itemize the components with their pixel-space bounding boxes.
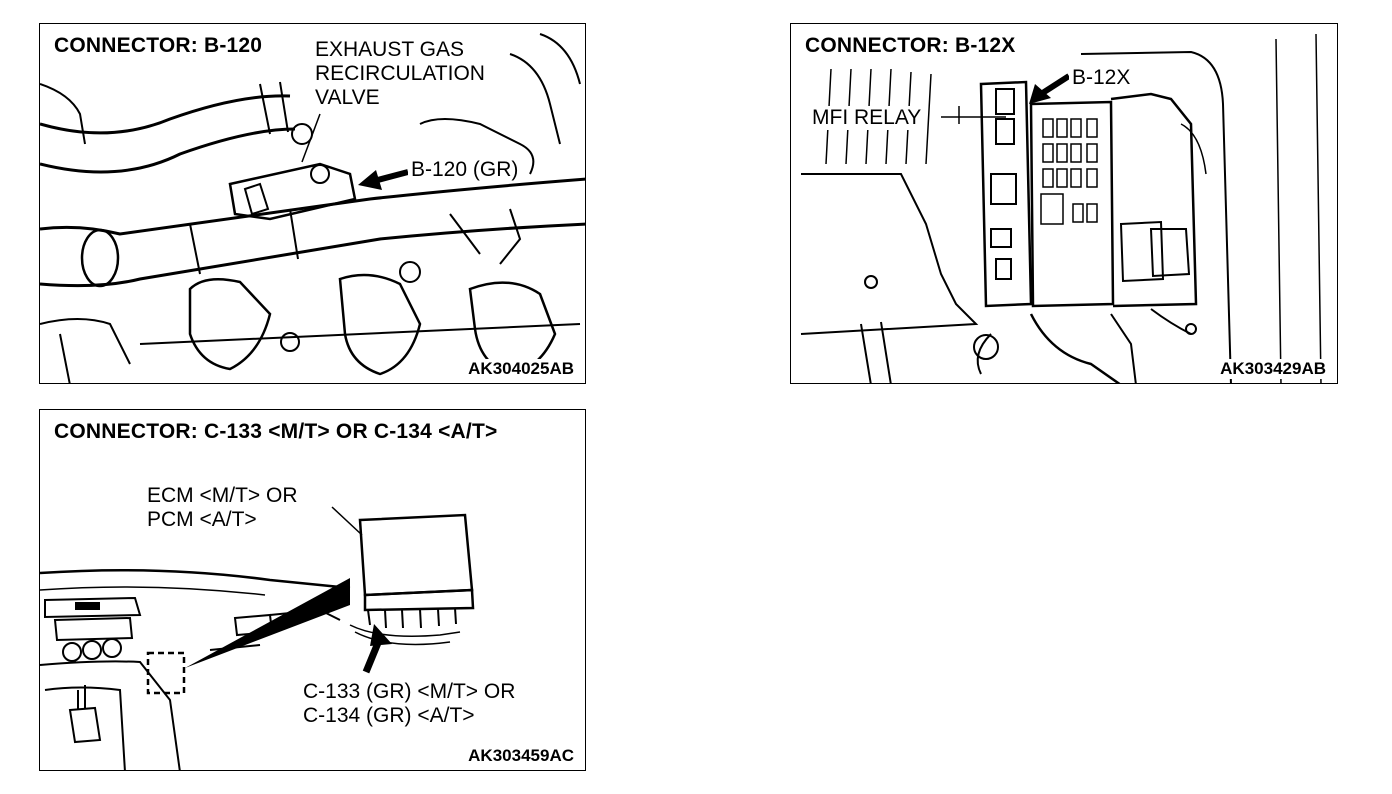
panel-b120-connector: CONNECTOR: B-120 EXHAUST GAS RECIRCULATI… xyxy=(39,23,586,384)
panel-b12x-title: CONNECTOR: B-12X xyxy=(801,34,1020,58)
panel-b12x-figure-code: AK303429AB xyxy=(1217,359,1329,379)
egr-valve-label-line-2: RECIRCULATION xyxy=(315,62,485,85)
egr-valve-label-line-3: VALVE xyxy=(315,86,380,109)
ecm-pcm-label-line-1: ECM <M/T> OR xyxy=(147,484,298,507)
c133-connector-label-line-2: C-134 (GR) <A/T> xyxy=(303,704,475,727)
egr-valve-label-line-1: EXHAUST GAS xyxy=(315,38,464,61)
b12x-connector-label: B-12X xyxy=(1069,66,1134,90)
panel-b120-title: CONNECTOR: B-120 xyxy=(50,34,267,58)
panel-c133-title: CONNECTOR: C-133 <M/T> OR C-134 <A/T> xyxy=(50,420,502,444)
egr-valve-illustration xyxy=(40,33,585,383)
ecm-pcm-illustration xyxy=(40,506,475,770)
panel-c133-figure-code: AK303459AC xyxy=(465,746,577,766)
egr-valve-label: EXHAUST GAS RECIRCULATION VALVE xyxy=(312,38,488,110)
panel-b12x-connector: CONNECTOR: B-12X B-12X MFI RELAY AK30342… xyxy=(790,23,1338,384)
panel-b120-figure-code: AK304025AB xyxy=(465,359,577,379)
c133-connector-label: C-133 (GR) <M/T> OR C-134 (GR) <A/T> xyxy=(300,680,519,728)
c133-connector-label-line-1: C-133 (GR) <M/T> OR xyxy=(303,680,516,703)
ecm-pcm-label-line-2: PCM <A/T> xyxy=(147,508,257,531)
b120-connector-label: B-120 (GR) xyxy=(408,158,522,182)
mfi-relay-label: MFI RELAY xyxy=(809,106,925,130)
relay-box-illustration xyxy=(800,33,1322,383)
ecm-pcm-label: ECM <M/T> OR PCM <A/T> xyxy=(144,484,301,532)
panel-c133-connector: CONNECTOR: C-133 <M/T> OR C-134 <A/T> EC… xyxy=(39,409,586,771)
